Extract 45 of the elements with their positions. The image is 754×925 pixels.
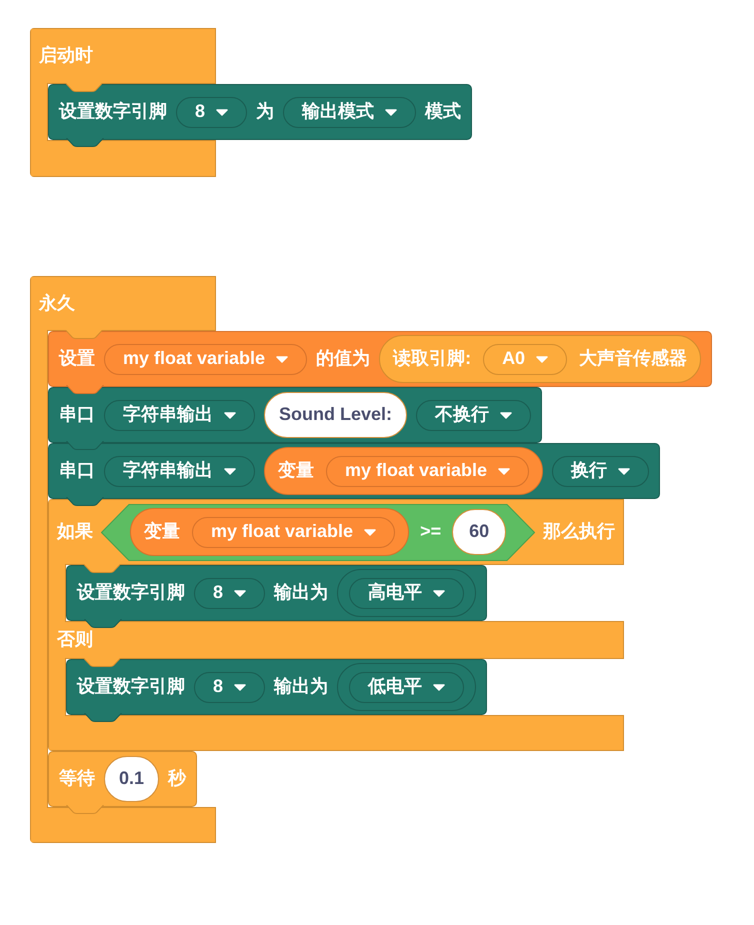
input-slot: [337, 663, 476, 711]
block-label: 等待: [59, 767, 95, 790]
reporter-block: [130, 508, 410, 556]
block-label: 为: [256, 100, 274, 124]
dropdown: 换行: [552, 456, 650, 486]
dropdown: 低电平: [349, 672, 464, 702]
block-label: 设置数字引脚: [77, 675, 185, 698]
dropdown: my float variable: [104, 344, 308, 374]
block-label: 大声音传感器: [579, 347, 688, 370]
dropdown: 不换行: [416, 400, 532, 430]
dropdown: 输出模式: [283, 96, 416, 128]
block-label: 输出为: [274, 581, 328, 604]
condition-block: [101, 504, 536, 560]
block-label: 设置: [59, 347, 95, 370]
dropdown: 8: [194, 578, 266, 608]
dropdown: 8: [176, 96, 248, 128]
dropdown: A0: [483, 344, 568, 374]
block-label: 串口: [59, 459, 95, 482]
block-label: 读取引脚:: [393, 347, 472, 370]
dropdown: my float variable: [192, 516, 396, 548]
number-input: 0.1: [104, 756, 160, 802]
dropdown: 字符串输出: [104, 456, 255, 486]
dropdown: 高电平: [349, 578, 464, 608]
block-label: 变量: [144, 520, 180, 544]
text-input: Sound Level:: [264, 392, 408, 438]
dropdown: my float variable: [326, 456, 530, 486]
block-label: 变量: [278, 459, 314, 482]
block-label: 模式: [425, 100, 462, 124]
dropdown: 8: [194, 672, 266, 702]
block-label: 串口: [59, 403, 95, 426]
block-label: 如果: [57, 520, 93, 544]
block-label: 永久: [39, 292, 75, 315]
block-label: >=: [420, 520, 442, 544]
dropdown: 字符串输出: [104, 400, 255, 430]
block-label: 的值为: [316, 347, 370, 370]
block-label: 设置数字引脚: [59, 100, 167, 124]
block-label: 否则: [57, 628, 93, 652]
reporter-block: [379, 335, 702, 383]
block-label: 那么执行: [543, 520, 616, 544]
reporter-block: [264, 447, 544, 495]
block-label: 输出为: [274, 675, 328, 698]
block-label: 秒: [168, 767, 186, 790]
input-slot: [337, 569, 476, 617]
block-label: 设置数字引脚: [77, 581, 185, 604]
block-label: 启动时: [39, 44, 93, 68]
